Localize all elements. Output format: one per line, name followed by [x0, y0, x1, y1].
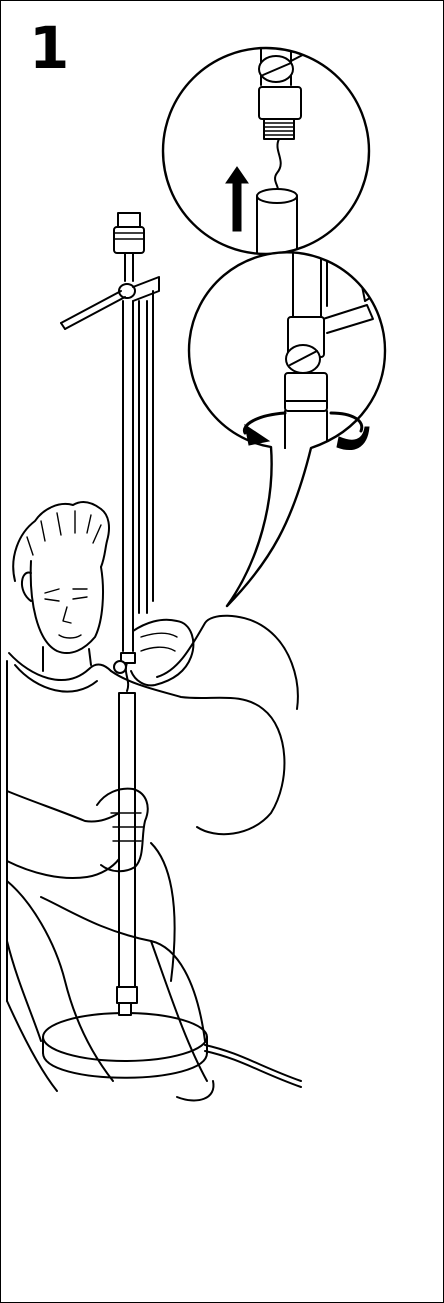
detail-tighten-screw [181, 251, 401, 606]
arrow-up-icon [226, 167, 248, 231]
detail-connect-cable [163, 35, 369, 261]
